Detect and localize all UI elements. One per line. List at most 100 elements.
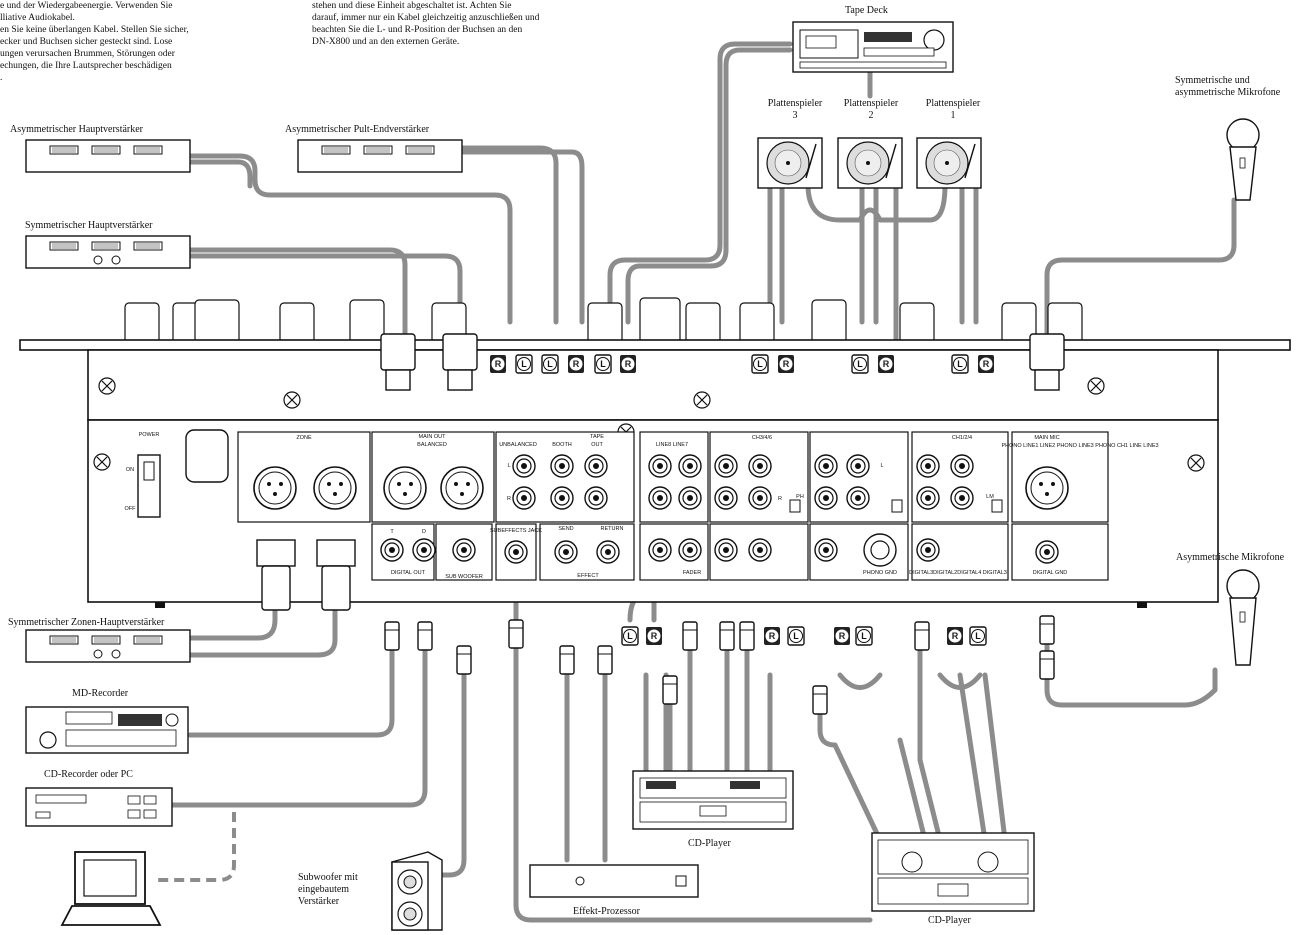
turntable-3 (757, 137, 823, 189)
conn-r: R (983, 359, 990, 369)
label-line: Plattenspieler (925, 98, 981, 109)
label-turntable-2: Plattenspieler 2 (838, 98, 904, 122)
amp-sym-main (25, 235, 191, 269)
conn-l: L (861, 631, 867, 641)
conn-r: R (783, 359, 790, 369)
panel-r: R (778, 496, 782, 502)
panel-on: ON (126, 467, 134, 473)
panel-t: T (390, 529, 394, 535)
conn-r: R (651, 631, 658, 641)
note-left: e und der Wiedergabeenergie. Verwenden S… (0, 0, 240, 84)
plugs-bottom (256, 539, 1055, 715)
note-left-line: ecker und Buchsen sicher gesteckt sind. … (0, 37, 173, 47)
note-left-line: en Sie keine überlangen Kabel. Stellen S… (0, 25, 189, 35)
label-amp-asym-booth: Asymmetrischer Pult-Endverstärker (285, 124, 430, 135)
label-mic-balanced: Symmetrische und asymmetrische Mikrofone (1175, 75, 1280, 99)
label-cd-player-2: CD-Player (928, 915, 971, 926)
panel-mic-sub: PHONO LINE1 LINE2 PHONO LINE3 PHONO CH1 … (1001, 443, 1158, 449)
panel-effect: EFFECT (577, 573, 599, 579)
panel-balanced: BALANCED (417, 442, 447, 448)
panel-subwoofer: SUB WOOFER (445, 574, 483, 580)
label-amp-asym-main: Asymmetrischer Hauptverstärker (10, 124, 144, 135)
panel-line-line7: LINE8 LINE7 (656, 442, 688, 448)
panel-fader: FADER (683, 570, 701, 576)
panel-d: D (422, 529, 426, 535)
conn-r: R (495, 359, 502, 369)
panel-ch-mid: CH3/4/6 (752, 435, 772, 441)
note-left-line: . (0, 73, 3, 83)
panel-main-out: MAIN OUT (419, 434, 447, 440)
label-tape-deck: Tape Deck (845, 5, 888, 16)
conn-l: L (627, 631, 633, 641)
note-top-line: beachten Sie die L- und R-Position der B… (312, 25, 523, 35)
label-line: Subwoofer mit (298, 872, 358, 883)
conn-l: L (600, 359, 606, 369)
panel-digital-out: DIGITAL OUT (391, 570, 426, 576)
cd-player-1 (632, 770, 794, 830)
label-line: eingebautem (298, 884, 350, 895)
effects-processor (529, 864, 699, 898)
panel-mic-label: MAIN MIC (1034, 435, 1059, 441)
panel-ch-right: CH1/2/4 (952, 435, 972, 441)
cd-player-2 (871, 832, 1035, 912)
label-line: 1 (950, 110, 956, 121)
panel-digital-inputs: DIGITAL3DIGITAL2DIGITAL4 DIGITAL3 (909, 570, 1007, 576)
panel-zone: ZONE (296, 435, 312, 441)
note-top-line: stehen und diese Einheit abgeschaltet is… (312, 1, 512, 11)
label-amp-sym-main: Symmetrischer Hauptverstärker (25, 220, 153, 231)
panel-sj-jack: SUBEFFECTS JACK (490, 528, 542, 534)
label-mic-unbalanced: Asymmetrische Mikrofone (1176, 552, 1285, 563)
conn-l: L (757, 359, 763, 369)
label-line: Verstärker (298, 896, 340, 907)
label-line: Symmetrische und (1175, 75, 1250, 86)
conn-r: R (573, 359, 580, 369)
conn-r: R (952, 631, 959, 641)
label-line: 2 (868, 110, 874, 121)
conn-l: L (547, 359, 553, 369)
panel-lm: LM (986, 494, 994, 500)
label-subwoofer: Subwoofer mit eingebautem Verstärker (298, 872, 358, 908)
md-recorder (25, 706, 189, 754)
conn-r: R (839, 631, 846, 641)
label-turntable-1: Plattenspieler 1 (920, 98, 986, 122)
label-md-recorder: MD-Recorder (72, 688, 129, 699)
panel-return: RETURN (601, 526, 624, 532)
conn-r: R (625, 359, 632, 369)
panel-power: POWER (139, 432, 160, 438)
conn-l: L (793, 631, 799, 641)
panel-digital-gnd: DIGITAL GND (1033, 570, 1068, 576)
panel-unbalanced: UNBALANCED (499, 442, 537, 448)
note-top-line: darauf, immer nur ein Kabel gleichzeitig… (312, 13, 540, 23)
panel-tape-out-1: TAPE (590, 434, 604, 440)
label-line: asymmetrische Mikrofone (1175, 87, 1281, 98)
conn-l: L (975, 631, 981, 641)
panel-ph: PH (796, 494, 804, 500)
panel-phono-gnd: PHONO GND (863, 570, 897, 576)
note-left-line: ungen verursachen Brummen, Störungen ode… (0, 49, 175, 59)
pc-monitor (60, 851, 162, 926)
panel-r: R (507, 496, 511, 502)
mic-balanced (1226, 118, 1260, 201)
label-effects: Effekt-Prozessor (573, 906, 641, 917)
turntable-2 (837, 137, 903, 189)
label-line: Plattenspieler (843, 98, 899, 109)
amp-asym-booth (297, 139, 463, 173)
note-left-line: e und der Wiedergabeenergie. Verwenden S… (0, 1, 173, 11)
panel-l: L (507, 463, 510, 469)
cd-recorder (25, 787, 173, 827)
pc-dashed-cable (154, 812, 236, 882)
note-top-line: DN-X800 und an den externen Geräte. (312, 37, 460, 47)
conn-r: R (883, 359, 890, 369)
subwoofer (391, 851, 443, 931)
tape-deck (792, 21, 954, 73)
mixer-rear-panel (19, 297, 1291, 608)
panel-l: L (880, 463, 883, 469)
label-amp-sym-zone: Symmetrischer Zonen-Hauptverstärker (8, 617, 165, 628)
note-left-line: lliative Audiokabel. (0, 13, 75, 23)
label-cd-player-1: CD-Player (688, 838, 731, 849)
conn-l: L (957, 359, 963, 369)
conn-l: L (857, 359, 863, 369)
panel-booth: BOOTH (552, 442, 572, 448)
label-line: 3 (792, 110, 798, 121)
cables (169, 41, 1237, 923)
